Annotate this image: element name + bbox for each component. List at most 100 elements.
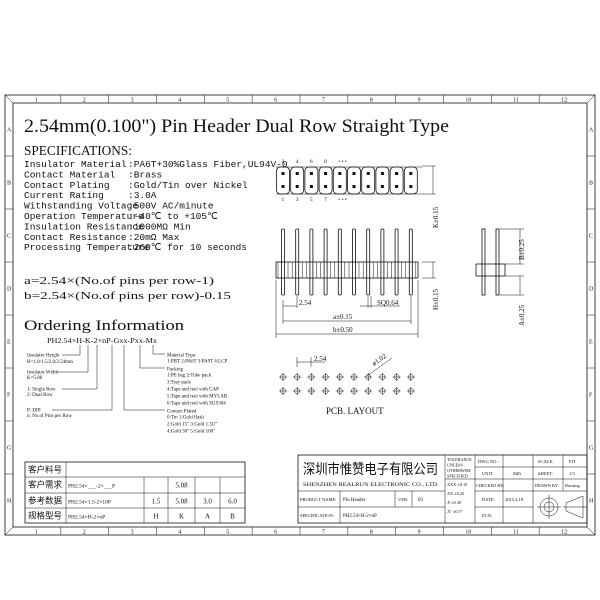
frame-column-label: 11 bbox=[513, 530, 519, 536]
drawn-by-label: DRAWN BY: bbox=[535, 483, 559, 488]
frame-column-label: 2 bbox=[83, 98, 86, 104]
table-cell: 5.08 bbox=[175, 482, 188, 490]
pcb-pitch: 2.54 bbox=[314, 355, 327, 363]
specification-label: SPECIFICATION: bbox=[300, 513, 334, 518]
ordering-note: H=1.0/1.5/2.0/2.54mm bbox=[27, 360, 73, 365]
pin-number: 3 bbox=[296, 197, 299, 203]
pin-square bbox=[366, 172, 370, 175]
spec-value: :1000MΩ Min bbox=[128, 221, 191, 232]
sheet-label: SHEET: bbox=[538, 471, 553, 476]
spec-value: :500V AC/minute bbox=[128, 201, 214, 212]
tolerance-value: .XX ±0.20 bbox=[446, 491, 464, 496]
ordering-note: Material Type: bbox=[167, 354, 196, 359]
frame-column-label: 7 bbox=[322, 530, 325, 536]
dim-b: b±0.50 bbox=[333, 326, 353, 334]
frame-column-label: 8 bbox=[370, 530, 373, 536]
dwg-no-label: DWG NO.: bbox=[478, 459, 499, 464]
pin-square bbox=[366, 185, 370, 188]
formula-b: b=2.54×(No.of pins per row)-0.15 bbox=[24, 290, 232, 302]
ordering-note: 6:Tape and reel with SUS304 bbox=[167, 402, 226, 407]
table-cell: B bbox=[230, 513, 235, 521]
frame-row-label: A bbox=[589, 128, 594, 134]
ordering-note: 4:Tape and reel with CAP bbox=[167, 388, 219, 393]
checked-by-label: CHECKED BY: bbox=[476, 483, 504, 488]
table-cell: PH2.54×___-2×___P bbox=[68, 484, 115, 490]
frame-column-label: 1 bbox=[35, 98, 38, 104]
spec-label: Insulation Resistance bbox=[24, 221, 144, 232]
table-cell: H bbox=[153, 513, 158, 521]
pin-square bbox=[338, 185, 342, 188]
tolerance-note: UNLESS bbox=[447, 463, 463, 468]
frame-row-label: F bbox=[589, 393, 593, 399]
pin-square bbox=[324, 185, 328, 188]
table-row-label: 规格型号 bbox=[28, 511, 62, 521]
table-row-label: 客户需求 bbox=[28, 480, 63, 490]
ordering-note: Insulator Width bbox=[27, 371, 59, 376]
frame-row-label: F bbox=[7, 393, 11, 399]
spec-label: Contact Plating bbox=[24, 180, 110, 191]
frame-column-label: 5 bbox=[226, 530, 229, 536]
ordering-heading: Ordering Information bbox=[24, 318, 185, 334]
frame-column-label: 4 bbox=[178, 98, 181, 104]
table-cell: 6.0 bbox=[228, 498, 237, 506]
frame-row-label: E bbox=[7, 340, 11, 346]
pin-square bbox=[309, 185, 313, 188]
spec-value: :260℃ for 10 seconds bbox=[128, 242, 247, 253]
frame-column-label: 6 bbox=[274, 530, 277, 536]
pin-square bbox=[324, 172, 328, 175]
frame-column-label: 9 bbox=[418, 530, 421, 536]
spec-value: :3.0A bbox=[128, 190, 157, 201]
frame-column-label: 3 bbox=[131, 530, 134, 536]
spec-label: Contact Resistance bbox=[24, 232, 127, 243]
dim-k: K±0.15 bbox=[432, 206, 440, 228]
ver: 03 bbox=[418, 498, 424, 503]
pin-square bbox=[309, 172, 313, 175]
pin-number: 4 bbox=[296, 159, 299, 165]
pin-number: 2 bbox=[282, 159, 285, 165]
leader-lines bbox=[52, 345, 165, 411]
drawn-by: Burning bbox=[565, 483, 581, 488]
date: 2015.4.18 bbox=[505, 497, 524, 502]
ordering-note: 4:Gold 30" 5:Gold 100" bbox=[167, 430, 215, 435]
pin-number: • • • bbox=[338, 197, 347, 203]
frame-row-label: C bbox=[589, 234, 593, 240]
ordering-note: Contact Plated bbox=[167, 410, 197, 415]
pin-number: 7 bbox=[324, 197, 327, 203]
pin-square bbox=[409, 172, 413, 175]
pin-square bbox=[338, 172, 342, 175]
dim-h: H±0.15 bbox=[432, 288, 440, 310]
spec-value: :20mΩ Max bbox=[128, 232, 180, 243]
ordering-code: PH2.54×H-K-2×nP-Gxx-Pxx-Mx bbox=[47, 336, 157, 345]
dim-sq: SQ0.64 bbox=[377, 299, 399, 307]
spec-label: Current Rating bbox=[24, 190, 104, 201]
ordering-note: 2: Dual Row bbox=[27, 393, 53, 398]
specifications: SPECIFICATIONS: Insulator Material:PA6T+… bbox=[24, 144, 288, 253]
tolerance-note: SPECIFIED bbox=[447, 474, 468, 479]
frame-row-label: B bbox=[589, 181, 593, 187]
ordering-note: 2:Gold 15" 3:Gold 1.5U" bbox=[167, 423, 217, 428]
pin-square bbox=[281, 185, 285, 188]
frame-row-label: D bbox=[7, 287, 12, 293]
tolerance-value: .X ±0.30 bbox=[446, 500, 461, 505]
pin-square bbox=[409, 185, 413, 188]
pin-square bbox=[352, 172, 356, 175]
ordering-note: K=5.08 bbox=[27, 376, 43, 381]
ordering-note: Insulator Height bbox=[27, 354, 60, 359]
spec-value: :PA6T+30%Glass Fiber,UL94V-0 bbox=[128, 159, 288, 170]
spec-label: Operation Temperature bbox=[24, 211, 144, 222]
table-row-label: 客户料号 bbox=[28, 465, 62, 475]
frame-column-label: 1 bbox=[35, 530, 38, 536]
front-view bbox=[275, 228, 419, 296]
table-cell: 1.5 bbox=[152, 498, 161, 506]
ordering-note: 1:PE bag 2:Tube pack bbox=[167, 374, 212, 379]
frame-column-label: 5 bbox=[226, 98, 229, 104]
spec-label: Withstanding Voltage bbox=[24, 201, 138, 212]
ordering-note: 1: Single Row bbox=[27, 388, 56, 393]
dimensions: K±0.15 H±0.15 2.54 SQ0.64 a±0.15 b±0.50 bbox=[275, 165, 440, 338]
pin-square bbox=[281, 172, 285, 175]
insulator-body bbox=[275, 261, 419, 279]
frame-column-label: 8 bbox=[370, 98, 373, 104]
frame-column-label: 10 bbox=[465, 98, 471, 104]
